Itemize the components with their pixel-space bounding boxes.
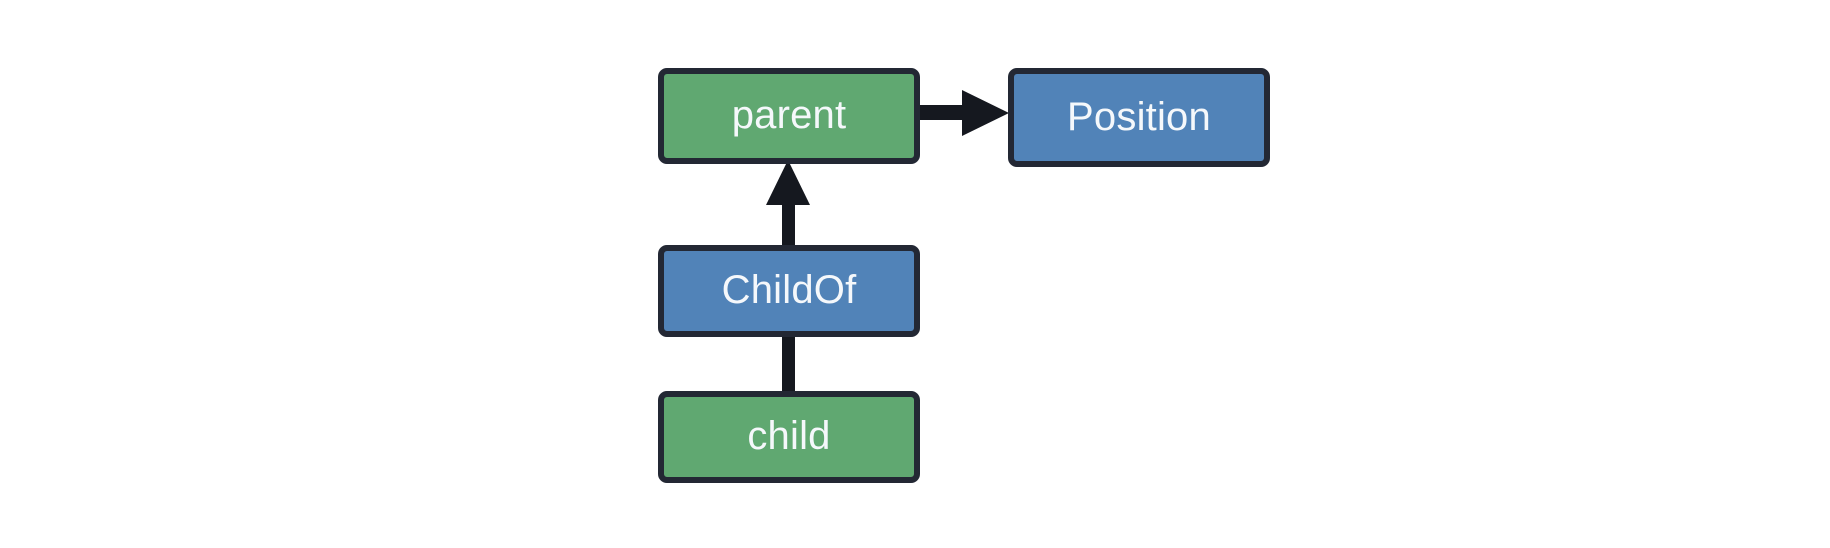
node-childof[interactable]: ChildOf — [658, 245, 920, 337]
node-child[interactable]: child — [658, 391, 920, 483]
node-child-label: child — [747, 414, 831, 458]
node-childof-label: ChildOf — [721, 268, 857, 312]
node-position-label: Position — [1067, 94, 1211, 139]
edge-child-to-childof — [782, 333, 795, 393]
node-position[interactable]: Position — [1008, 68, 1270, 167]
edge-childof-to-parent — [766, 160, 810, 248]
node-parent-label: parent — [731, 93, 847, 137]
edge-parent-to-position — [914, 90, 1009, 136]
node-parent[interactable]: parent — [658, 68, 920, 164]
